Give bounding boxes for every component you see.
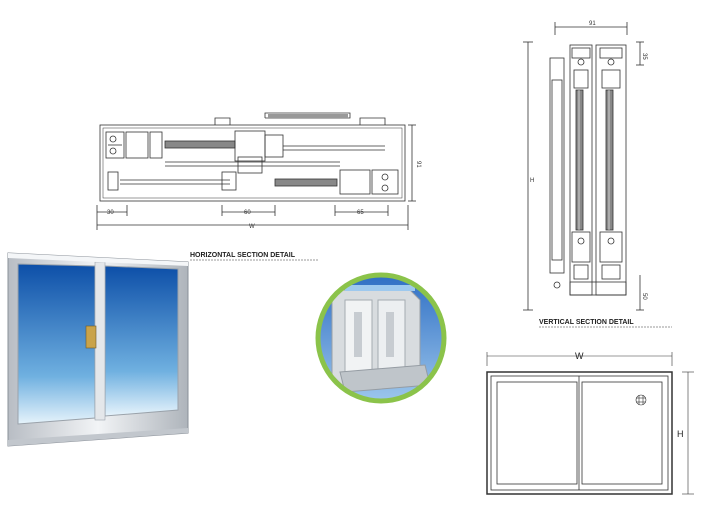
dim-w-label: W [249, 224, 255, 230]
elevation-dim-h-label: H [677, 429, 684, 439]
vertical-section-drawing [523, 22, 644, 311]
elevation-dim-w-label: W [575, 351, 584, 361]
dim-91-label: 91 [415, 161, 421, 168]
dim-30-label: 30 [107, 210, 114, 216]
horizontal-section-title: HORIZONTAL SECTION DETAIL [190, 252, 296, 259]
vertical-dim-h-label: H [530, 178, 534, 184]
lock-grid-icon [635, 394, 647, 406]
dim-60-label: 60 [244, 210, 251, 216]
window-latch-icon [85, 325, 97, 349]
vertical-dim-50-label: 50 [641, 293, 647, 300]
horizontal-section-drawing [96, 112, 416, 230]
vertical-section-title: VERTICAL SECTION DETAIL [539, 319, 634, 326]
dim-65-label: 65 [357, 210, 364, 216]
window-elevation-drawing [486, 352, 694, 495]
profile-closeup-circle [315, 272, 447, 404]
sliding-window-photo [7, 252, 189, 447]
vertical-dim-91-label: 91 [589, 21, 596, 27]
vertical-dim-35-label: 35 [641, 53, 647, 60]
